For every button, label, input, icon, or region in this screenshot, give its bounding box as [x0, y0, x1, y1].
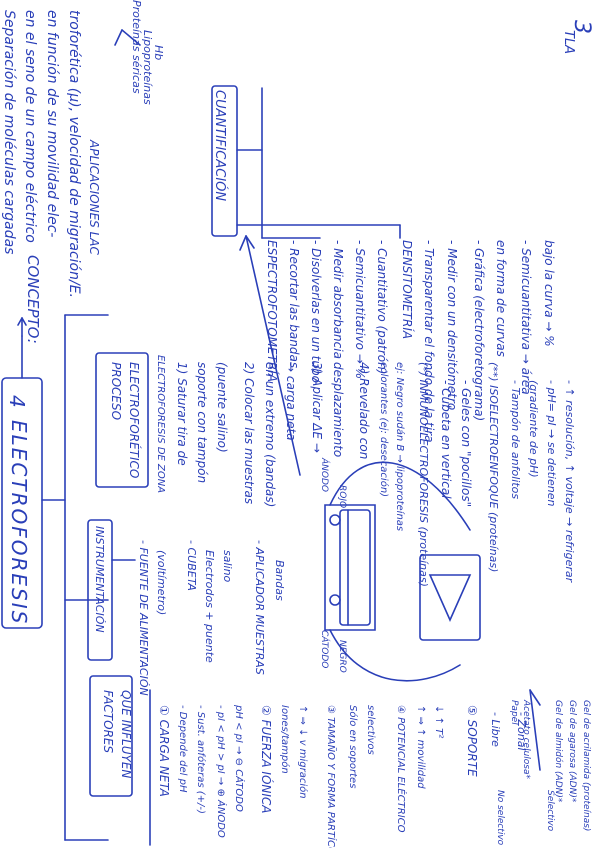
immuno-title: (*) INMUNOELECTROFORESIS (proteínas) [417, 362, 430, 587]
concept-label: CONCEPTO: [24, 255, 42, 344]
factor-item: ↑ ⇒ ↑ movilidad [415, 705, 426, 789]
iso-title: (**) ISOELECTROENFOQUE (proteínas) [487, 362, 500, 572]
process-step: 4) Revelado con [357, 362, 371, 459]
process-title: PROCESO [109, 362, 123, 420]
cathode-label: CÁTODO [319, 630, 331, 668]
factor-title: ④ POTENCIAL ELÉCTRICO [395, 705, 408, 833]
spectro-title: ESPECTROFOTOMETRÍA [265, 240, 280, 382]
factor-title: ⑤ SOPORTE [465, 705, 479, 777]
factors-box [89, 675, 133, 797]
process-step: desplazamiento [331, 362, 345, 457]
densito-item: en forma de curvas [494, 240, 508, 357]
factors-title: FACTORES [101, 690, 115, 753]
factor-item: - Libre [489, 712, 502, 747]
support-item: Acetato celulosa* [521, 699, 531, 779]
factors-title: QUE INFLUYEN [119, 690, 133, 778]
spectro-item: - Cuantitativo (patrón) [375, 240, 389, 374]
factor-item: ↑ ⇒ ↓ v migración [297, 705, 309, 799]
instrumentation-item: (voltímetro) [155, 550, 168, 615]
factor-item: selectivos [365, 705, 376, 755]
spectro-item: - Semicuantitativo → % [353, 240, 367, 379]
application-item: Lipoproteínas [141, 30, 154, 105]
immuno-item: - Cubeta en vertical [439, 380, 453, 499]
applications-label: APLICACIONES LAC [87, 139, 101, 256]
process-step: → carga neta [284, 362, 298, 441]
densito-title: DENSITOMETRÍA [400, 240, 415, 339]
anode-label: ÁNODO [319, 457, 331, 492]
spectro-item: - Disolverlas en un tubo [309, 240, 323, 383]
concept-text: Separación de moléculas cargadas en el s… [1, 10, 82, 298]
page-title: ELECTROFORESIS [7, 420, 31, 625]
factor-item: - Sust. anfóteras (+/-) [195, 705, 207, 814]
process-subtitle: ELECTROFORESIS DE ZONA [155, 355, 166, 493]
concept-line: en función de su movilidad elec- [44, 10, 60, 237]
factor-item: pH < pI → ⊖ CÁTODO [233, 704, 246, 812]
process-step: 2) Colocar las muestras [242, 362, 256, 504]
instrumentation-title: INSTRUMENTACIÓN [93, 526, 106, 633]
application-item: Proteínas séricas [130, 0, 143, 94]
factor-item: No selectivo [495, 790, 505, 846]
application-item: Hb [152, 45, 165, 60]
process-step: 3) Aplicar ΔE → [310, 362, 324, 453]
process-title: ELECTROFORÉTICO [127, 362, 142, 478]
densito-item: bajo la curva → % [542, 240, 556, 347]
densito-item: - Transparentar el fondo de la tira [422, 240, 436, 443]
negative-label: NEGRO [337, 640, 347, 673]
instrumentation-item: Bandas [273, 560, 286, 601]
process-box [95, 352, 149, 488]
iso-item: (gradiente de pH) [527, 380, 540, 478]
densito-item: - Semicuantitativa → área [519, 240, 533, 395]
factor-item: - Zonal [515, 712, 528, 751]
instrumentation-box [87, 519, 113, 661]
page-number: 3 [569, 20, 594, 34]
factor-item: ↓ ↑ T² [433, 705, 444, 738]
process-step: 1) Saturar tira de [175, 362, 189, 466]
support-item: Gel de acrilamida (proteínas) [581, 700, 591, 831]
factor-title: ① CARGA NETA [157, 705, 171, 797]
quantification-title: CUANTIFICACIÓN [212, 90, 228, 201]
immuno-item: - Geles con "pocillos" [459, 380, 473, 507]
densito-item: - Gráfica (electroforetograma) [472, 240, 486, 421]
concept-line: troforética (μ), velocidad de migración/… [66, 10, 82, 298]
process-step: colorantes (ej: desecación) [378, 362, 390, 497]
process-step: ej: Negro sudán B → lipoproteínas [394, 362, 406, 531]
factor-item: Iones/tampón [279, 705, 291, 774]
factor-title: ③ TAMAÑO Y FORMA PARTÍCULAS [325, 705, 338, 848]
iso-item: - ↑ resolución, ↑ voltaje → refrigerar [563, 380, 576, 584]
factor-item: Selectivo [545, 790, 555, 832]
quantification-box [211, 85, 238, 237]
process-step: (puente salino) [215, 362, 229, 453]
electrophoresis-cell-diagram [324, 461, 481, 682]
concept-line: en el seno de un campo eléctrico [22, 10, 38, 243]
support-item: Gel de agarosa (ADN)* [567, 700, 577, 803]
process-step: soporte con tampón [195, 362, 209, 483]
factor-item: - pI < pH > pI → ⊕ ÁNODO [215, 705, 228, 838]
instrumentation-item: - APLICADOR MUESTRAS [253, 540, 266, 675]
iso-item: - pH= pI → se detienen [545, 380, 558, 506]
densito-item: - Medir con un densitómetro [445, 240, 459, 410]
concept-line: Separación de moléculas cargadas [1, 10, 17, 254]
title-number: 4 [5, 395, 29, 408]
instrumentation-item: salino [221, 550, 234, 583]
iso-item: - Tampón de anfolitos [509, 380, 522, 499]
instrumentation-item: Electrodos + puente [203, 550, 216, 663]
positive-label: ROJO [337, 485, 347, 508]
instrumentation-item: - CUBETA [185, 540, 198, 591]
factor-title: ② FUERZA IÓNICA [259, 705, 274, 814]
factor-item: - Depende del pH [177, 705, 188, 793]
spectro-item: - Recortar las bandas [287, 240, 301, 368]
process-step: en un extremo (bandas) [263, 362, 277, 507]
spectro-item: - Medir absorbancia [331, 240, 345, 359]
support-item: Papel [509, 700, 519, 725]
support-item: Gel de almidón (ADN)* [553, 700, 564, 803]
corner-mark: TLA [561, 30, 576, 54]
instrumentation-item: - FUENTE DE ALIMENTACIÓN [137, 540, 150, 696]
factor-item: Sólo en soportes [347, 705, 359, 788]
